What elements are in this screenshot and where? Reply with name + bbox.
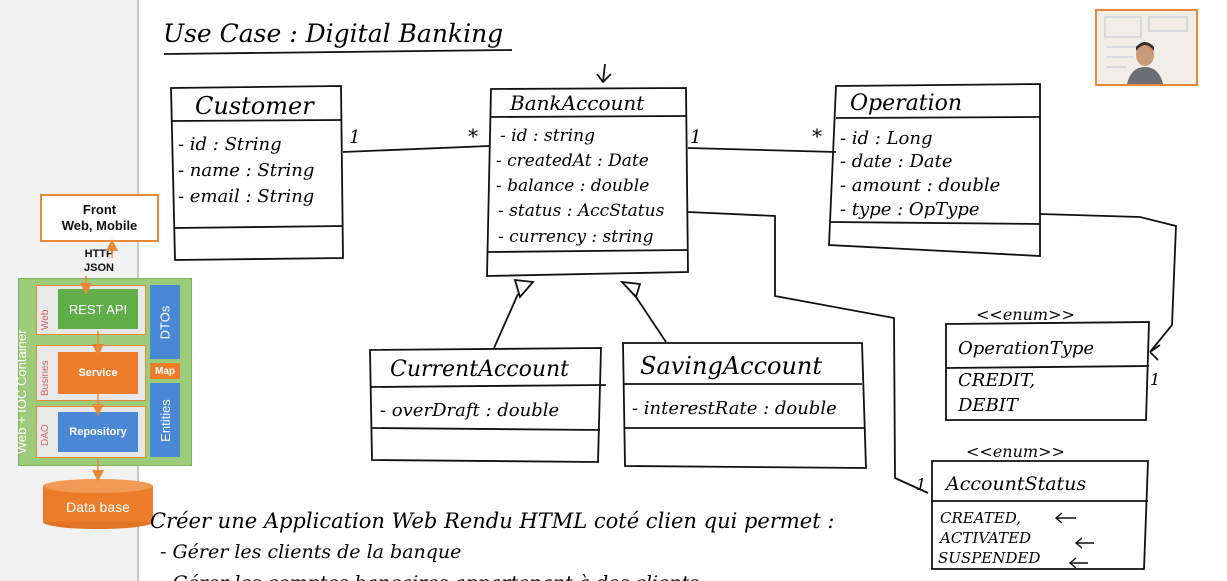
- repository-box: Repository: [58, 412, 138, 452]
- database-cylinder: Data base: [43, 479, 153, 529]
- multiplicity-accountstatus-one: 1: [916, 475, 926, 494]
- front-label: Front: [82, 202, 117, 217]
- multiplicity-account-one: 1: [690, 127, 701, 148]
- note-line-3: - Gérer les comptes bancaires appartenan…: [160, 572, 699, 581]
- entities-box: Entities: [150, 383, 180, 457]
- http-label: HTTP: [84, 248, 114, 260]
- customer-attr-id: - id : String: [178, 134, 282, 155]
- association-lines: [342, 63, 1177, 494]
- map-box: Map: [150, 363, 180, 379]
- accountstatus-value-suspended: SUSPENDED: [938, 549, 1040, 567]
- multiplicity-operationtype-one: 1: [1150, 370, 1160, 389]
- rest-api-box: REST API: [58, 289, 138, 329]
- currentaccount-attr-overdraft: - overDraft : double: [380, 400, 559, 421]
- multiplicity-operation-many: *: [812, 124, 822, 148]
- webcam-overlay: [1095, 9, 1198, 86]
- bankaccount-attr-createdat: - createdAt : Date: [496, 151, 649, 171]
- title-underline: [163, 49, 513, 55]
- customer-attr-email: - email : String: [178, 186, 314, 207]
- customer-class-name: Customer: [195, 92, 315, 120]
- bankaccount-attr-balance: - balance : double: [496, 176, 649, 196]
- bankaccount-attr-id: - id : string: [500, 126, 595, 146]
- front-web-mobile-box: Front Web, Mobile: [40, 194, 159, 242]
- savingaccount-class-name: SavingAccount: [640, 352, 822, 380]
- operation-attr-id: - id : Long: [840, 128, 933, 149]
- service-box: Service: [58, 352, 138, 394]
- savingaccount-attr-interestrate: - interestRate : double: [632, 398, 837, 419]
- accountstatus-value-created: CREATED,: [940, 509, 1021, 527]
- operation-attr-amount: - amount : double: [840, 175, 1000, 196]
- operation-attr-date: - date : Date: [840, 151, 953, 172]
- operation-class-name: Operation: [850, 91, 962, 116]
- operationtype-value-credit: CREDIT,: [958, 370, 1035, 391]
- operationtype-stereotype: <<enum>>: [976, 305, 1075, 324]
- dtos-box: DTOs: [150, 285, 180, 359]
- accountstatus-value-activated: ACTIVATED: [938, 529, 1031, 547]
- customer-attr-name: - name : String: [178, 160, 314, 181]
- accountstatus-stereotype: <<enum>>: [966, 442, 1065, 461]
- http-json-label: HTTP JSON: [78, 246, 120, 276]
- multiplicity-account-many: *: [468, 124, 478, 148]
- accountstatus-arrows: [1054, 512, 1094, 569]
- page-title: Use Case : Digital Banking: [163, 19, 503, 48]
- bankaccount-attr-currency: - currency : string: [498, 227, 654, 247]
- operationtype-value-debit: DEBIT: [957, 395, 1020, 416]
- note-line-2: - Gérer les clients de la banque: [160, 541, 461, 563]
- multiplicity-customer-one: 1: [349, 127, 360, 148]
- json-label: JSON: [84, 262, 114, 274]
- class-boxes: [170, 83, 1150, 570]
- note-line-1: Créer une Application Web Rendu HTML cot…: [150, 509, 834, 533]
- operation-attr-type: - type : OpType: [840, 199, 980, 220]
- presenter-icon: [1097, 11, 1196, 84]
- bankaccount-attr-status: - status : AccStatus: [498, 201, 665, 221]
- front-clients-label: Web, Mobile: [61, 218, 138, 233]
- currentaccount-class-name: CurrentAccount: [390, 357, 569, 382]
- architecture-arrows: [80, 239, 118, 482]
- accountstatus-class-name: AccountStatus: [944, 473, 1086, 495]
- operationtype-class-name: OperationType: [958, 338, 1094, 359]
- bankaccount-class-name: BankAccount: [509, 91, 645, 115]
- database-label: Data base: [66, 499, 130, 515]
